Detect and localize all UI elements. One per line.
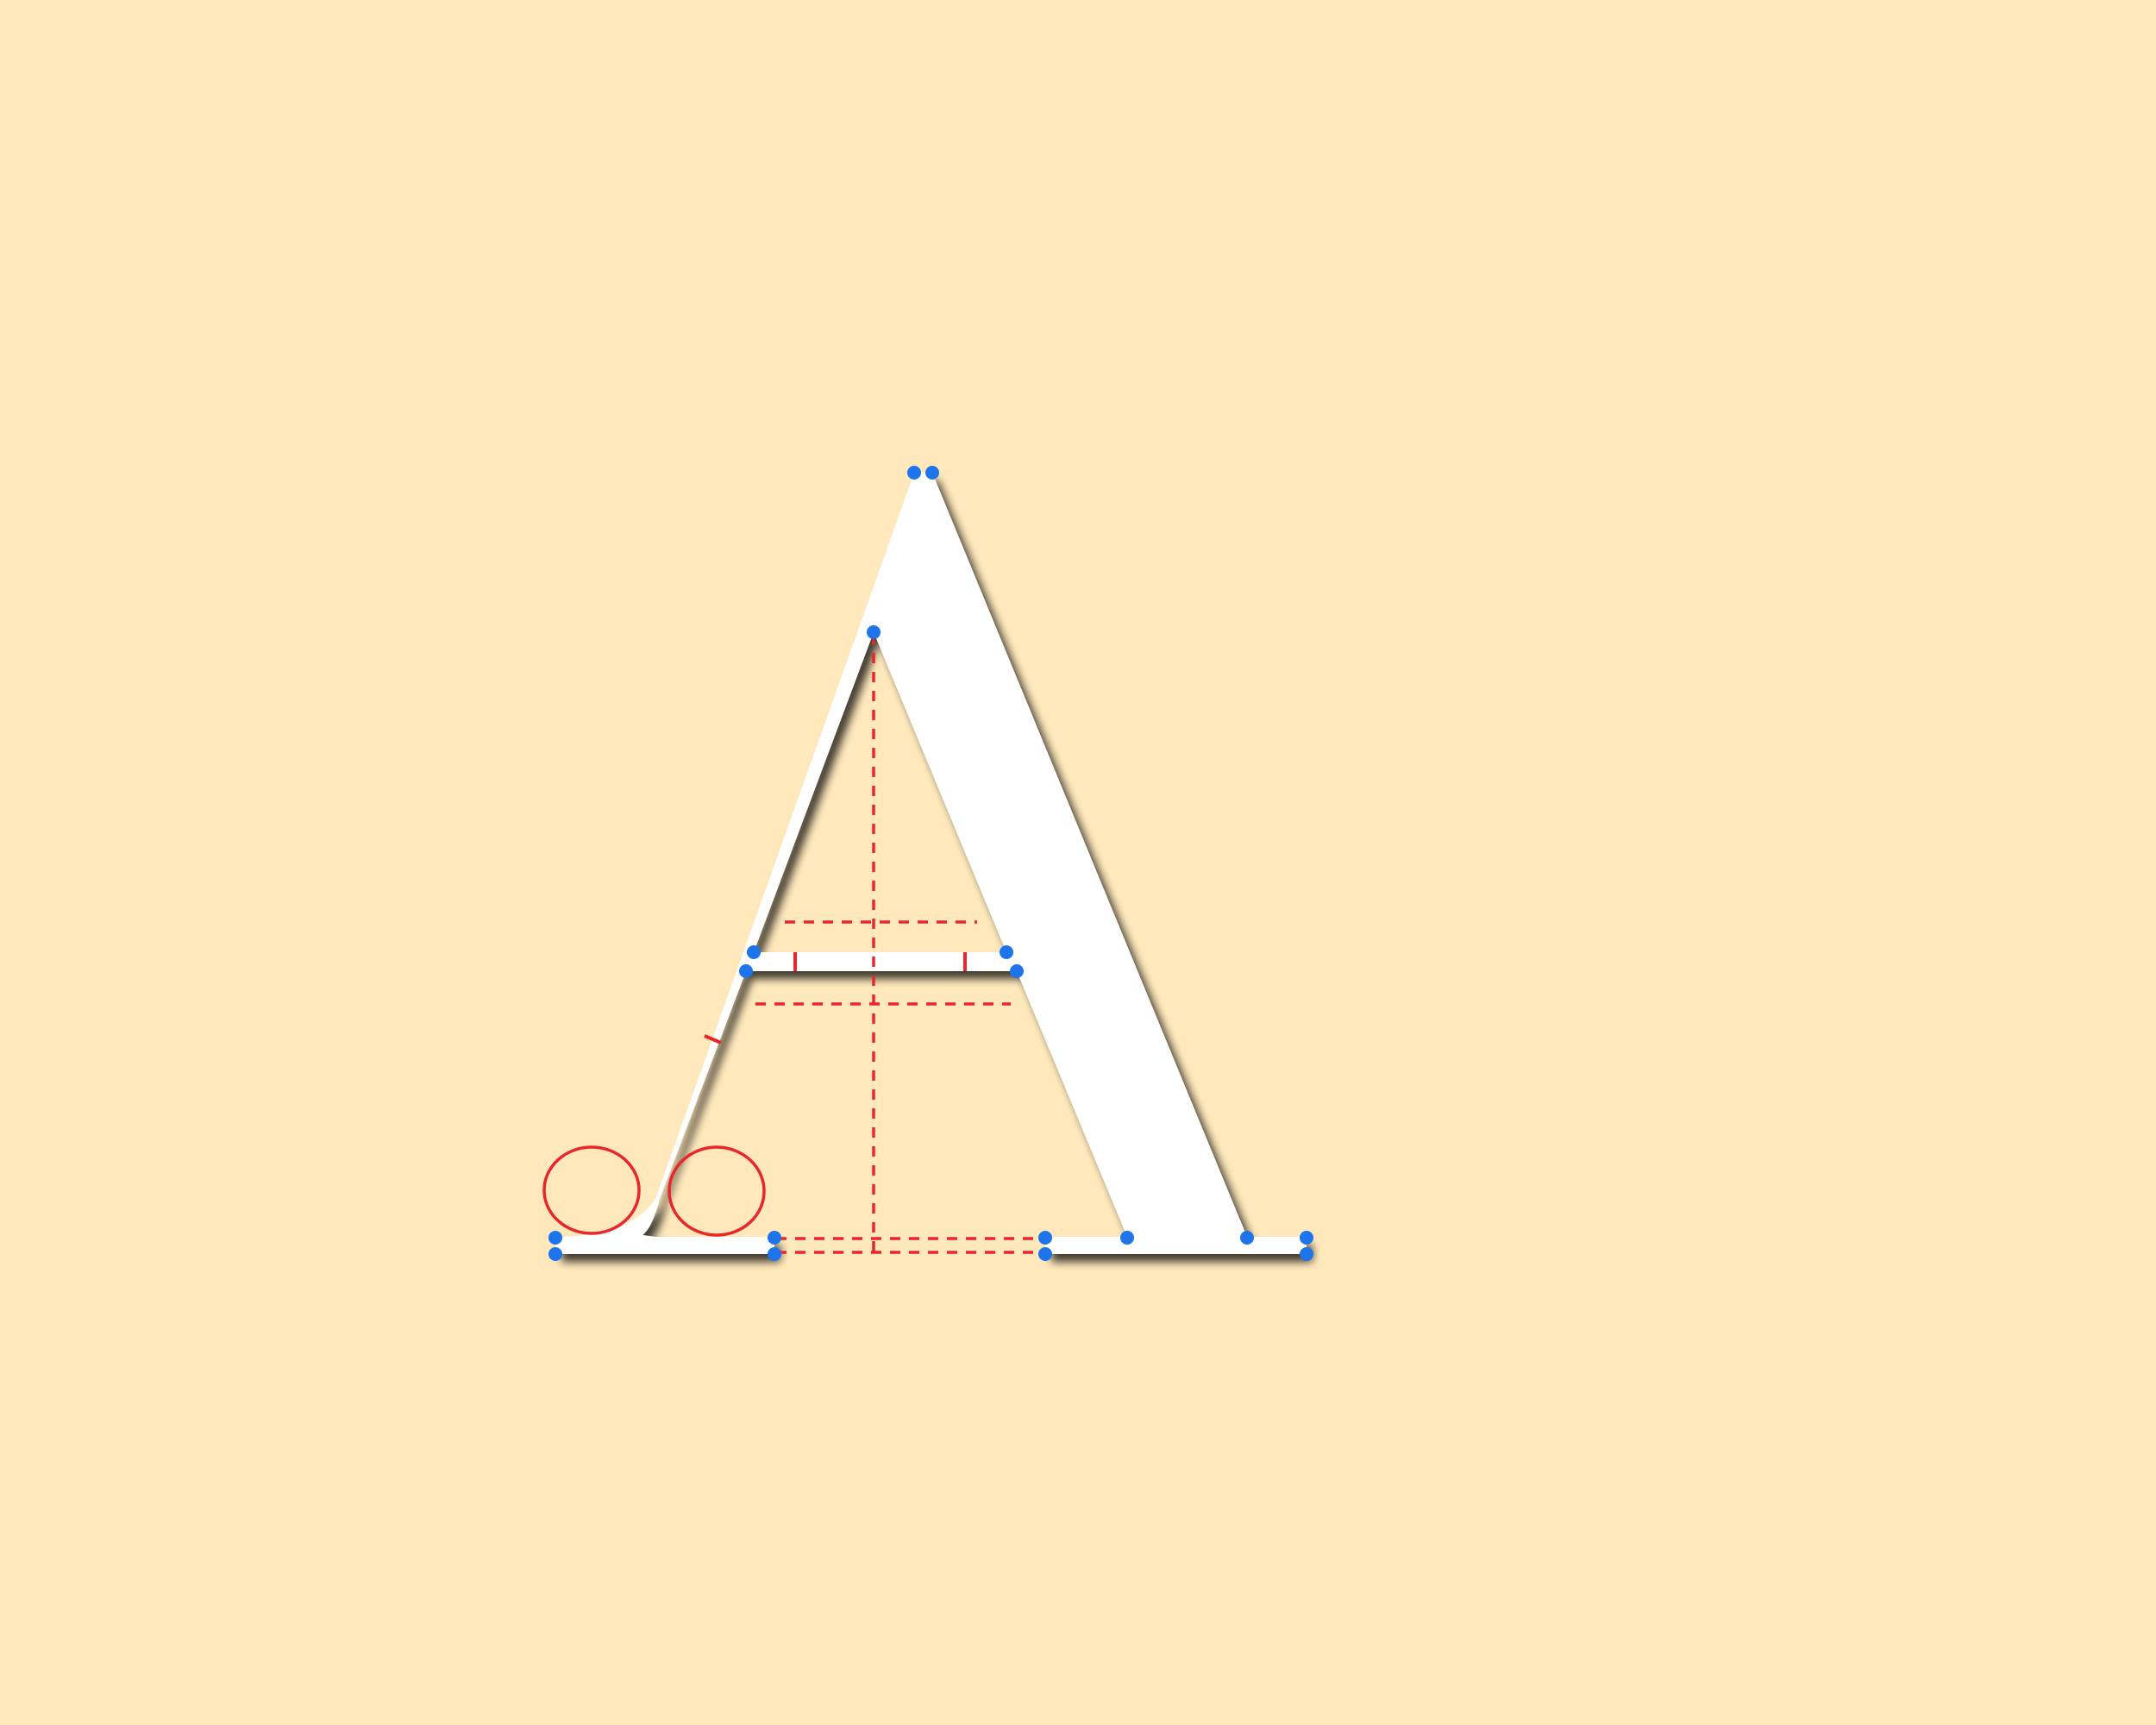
anchor-point[interactable] xyxy=(867,625,881,639)
anchor-point[interactable] xyxy=(1240,1231,1254,1245)
anchor-point[interactable] xyxy=(747,945,761,959)
serif-markers xyxy=(542,1145,766,1237)
anchor-point[interactable] xyxy=(548,1247,562,1261)
anchor-point[interactable] xyxy=(1300,1247,1313,1261)
anchor-point[interactable] xyxy=(768,1247,781,1261)
anchor-point[interactable] xyxy=(907,466,921,480)
serif-circle-left xyxy=(542,1145,641,1235)
anchor-point[interactable] xyxy=(768,1231,781,1245)
tick-marks xyxy=(704,952,967,1044)
letter-a-glyph xyxy=(555,473,1307,1254)
anchor-point[interactable] xyxy=(1038,1231,1052,1245)
anchor-point[interactable] xyxy=(548,1231,562,1245)
anchor-point[interactable] xyxy=(739,964,753,978)
anchor-points xyxy=(548,466,1313,1261)
stem-tick xyxy=(704,1034,722,1044)
anchor-point[interactable] xyxy=(1120,1231,1134,1245)
anchor-point[interactable] xyxy=(1300,1231,1313,1245)
serif-circle-right xyxy=(667,1145,766,1237)
anchor-point[interactable] xyxy=(925,466,939,480)
anchor-point[interactable] xyxy=(1000,945,1013,959)
anchor-point[interactable] xyxy=(1010,964,1024,978)
construction-guides xyxy=(755,634,1045,1254)
anchor-point[interactable] xyxy=(1038,1247,1052,1261)
